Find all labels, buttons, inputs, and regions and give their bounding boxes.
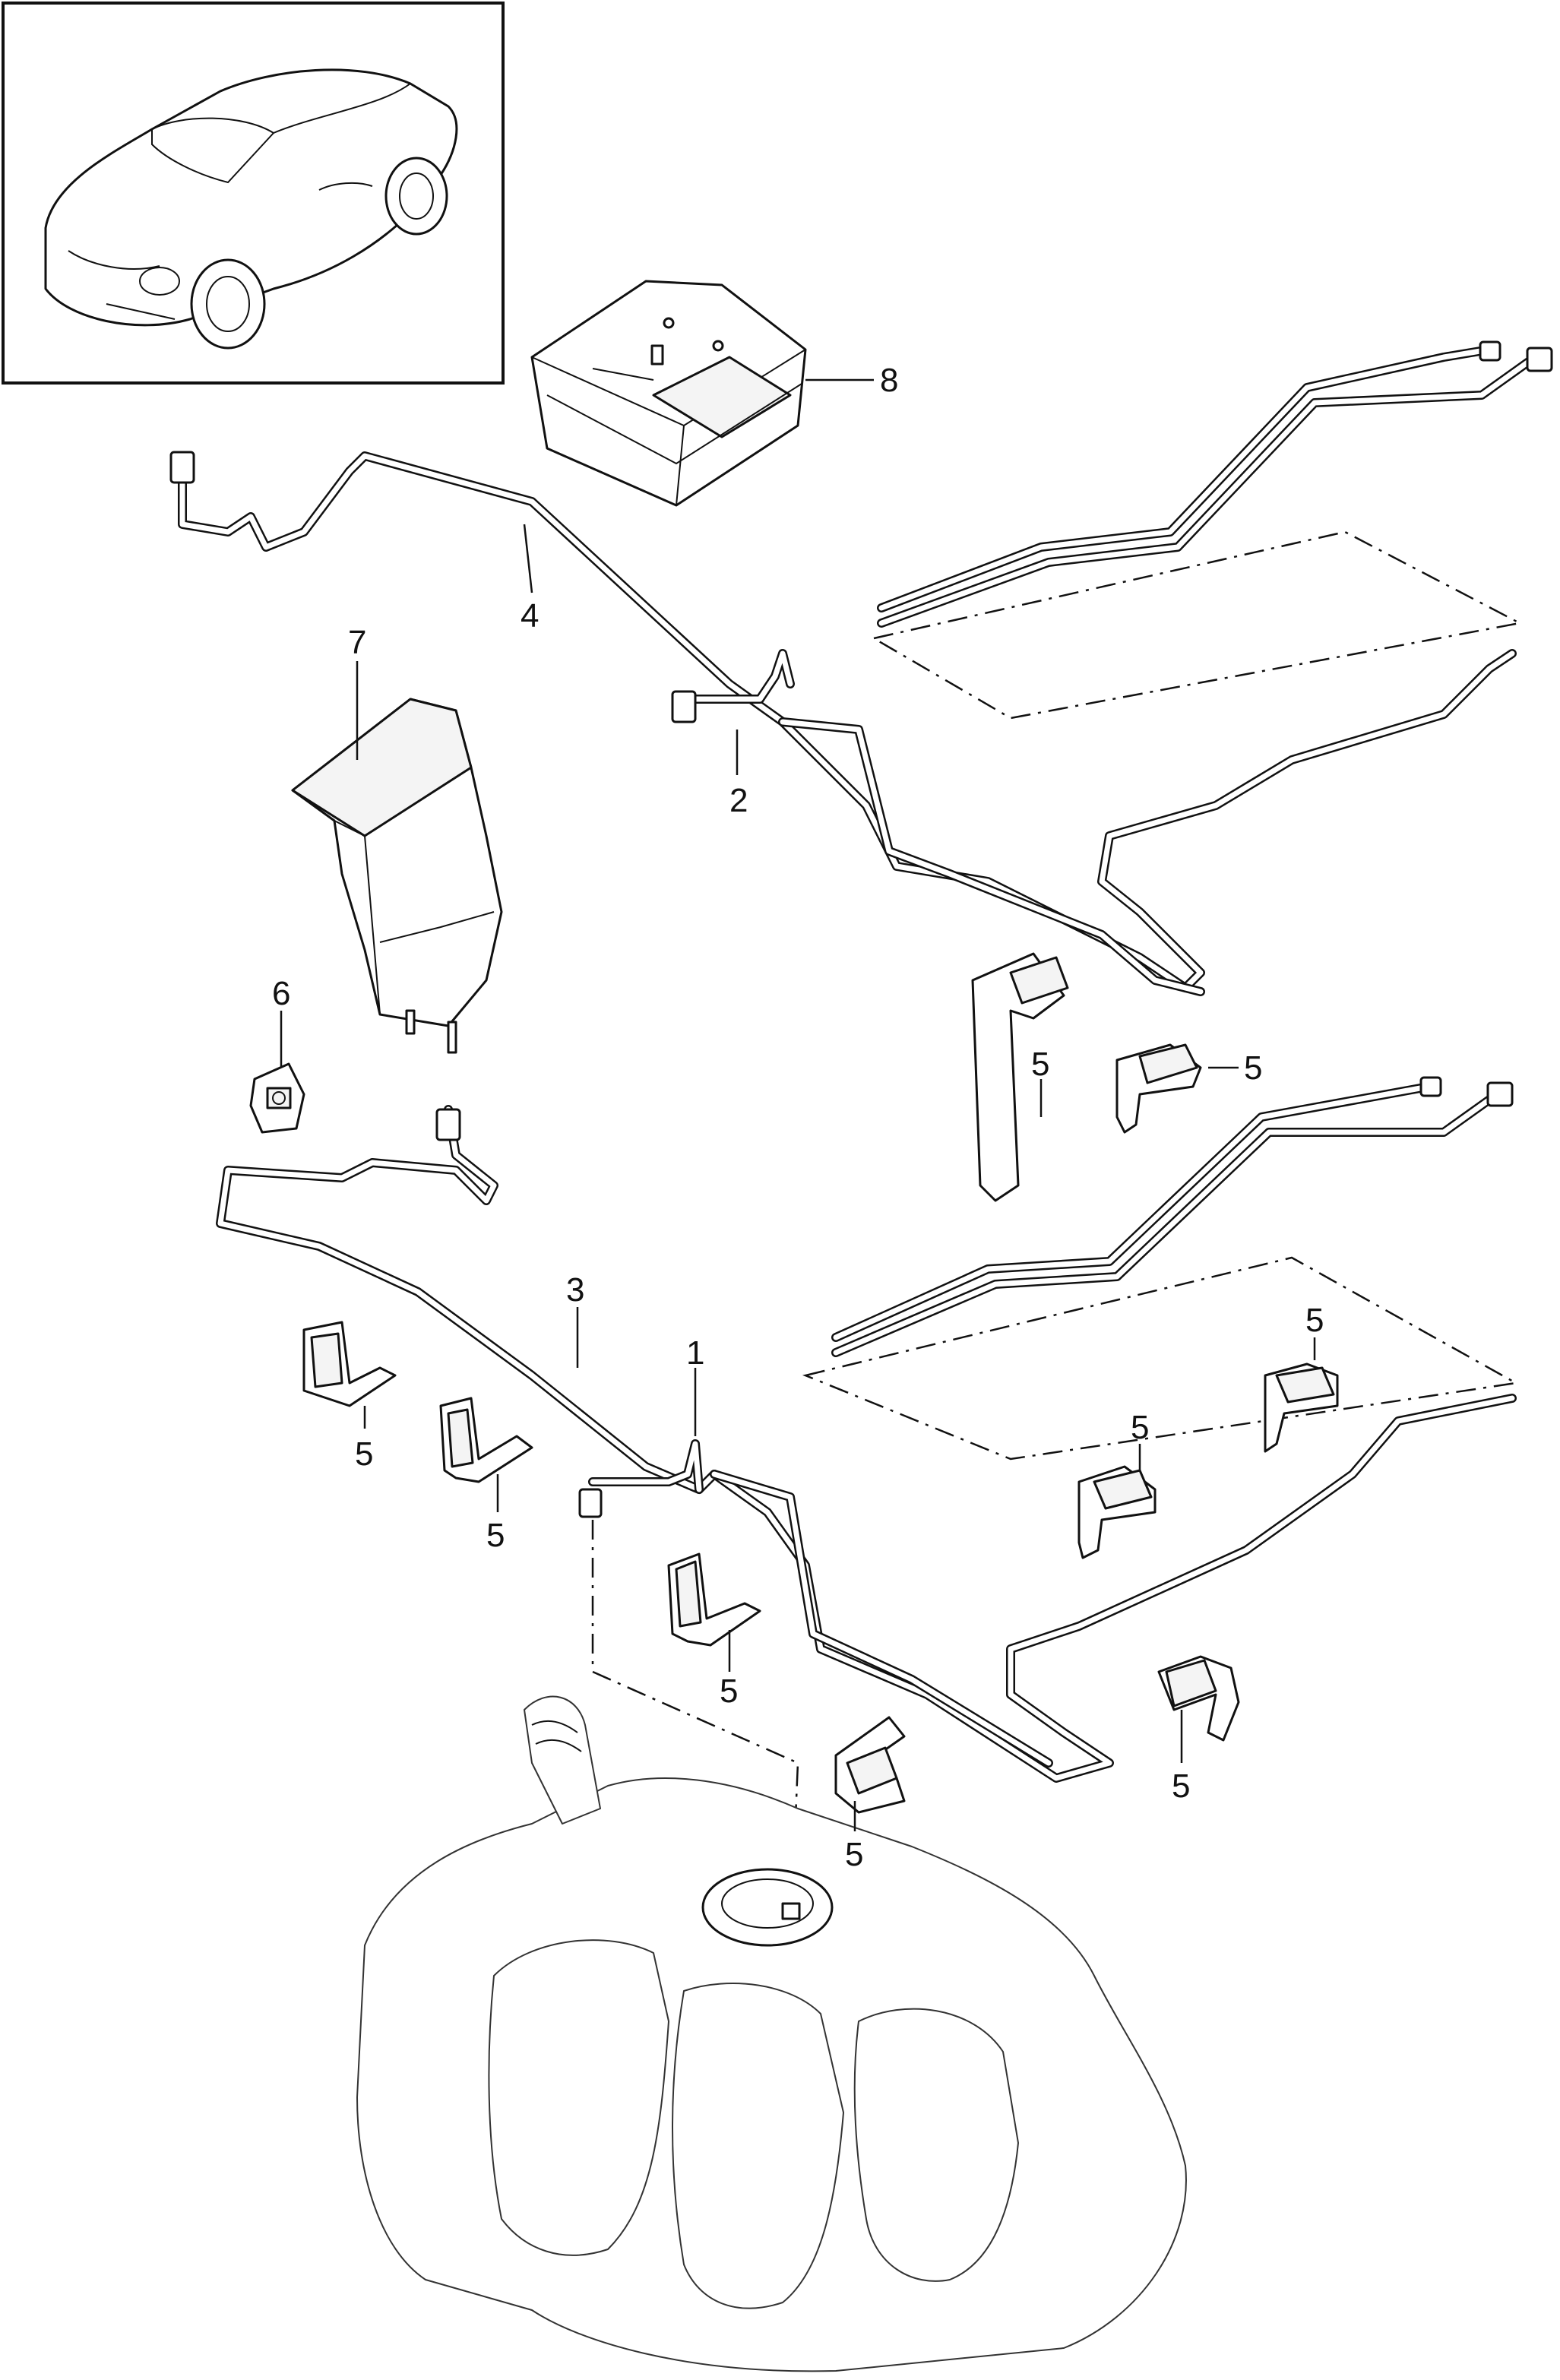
callout-1: 1 — [686, 1334, 704, 1372]
clip-5-b — [1115, 1043, 1202, 1134]
leader-lines — [280, 378, 1316, 1831]
callout-5-c: 5 — [355, 1435, 373, 1473]
clip-5-e — [1264, 1362, 1339, 1453]
clip-5-c — [302, 1321, 397, 1407]
callout-8: 8 — [880, 362, 898, 399]
upper-fuel-lines — [169, 340, 1553, 996]
part-5-clips — [302, 952, 1339, 1814]
clip-5-h — [1157, 1655, 1240, 1742]
callout-5-i: 5 — [845, 1836, 863, 1873]
roadster-car-icon — [44, 68, 458, 350]
callout-5-h: 5 — [1172, 1768, 1190, 1805]
callout-6: 6 — [272, 975, 290, 1012]
lower-fuel-lines — [216, 1076, 1517, 1783]
fuel-tank-outline — [356, 1695, 1187, 2372]
clip-5-f — [1077, 1465, 1157, 1559]
callout-labels: 8 4 2 7 6 5 5 3 1 5 5 5 5 5 5 5 — [272, 362, 1324, 1873]
callout-2: 2 — [729, 782, 748, 819]
callout-7: 7 — [348, 624, 366, 661]
clip-5-a — [971, 952, 1069, 1202]
callout-5-f: 5 — [1131, 1409, 1149, 1446]
part-6-clip — [249, 1062, 305, 1134]
clip-5-d — [439, 1397, 533, 1483]
callout-5-e: 5 — [1305, 1302, 1324, 1339]
part-8-canister — [530, 280, 807, 507]
callout-5-b: 5 — [1244, 1049, 1262, 1087]
part-7-carbon-canister — [291, 698, 503, 1054]
callout-5-g: 5 — [720, 1673, 738, 1710]
callout-5-a: 5 — [1031, 1046, 1049, 1083]
callout-4: 4 — [521, 597, 539, 635]
callout-3: 3 — [566, 1271, 584, 1309]
clip-5-g — [667, 1552, 761, 1647]
clip-5-i — [834, 1716, 906, 1814]
callout-5-d: 5 — [486, 1517, 505, 1554]
vehicle-thumbnail — [2, 2, 505, 385]
